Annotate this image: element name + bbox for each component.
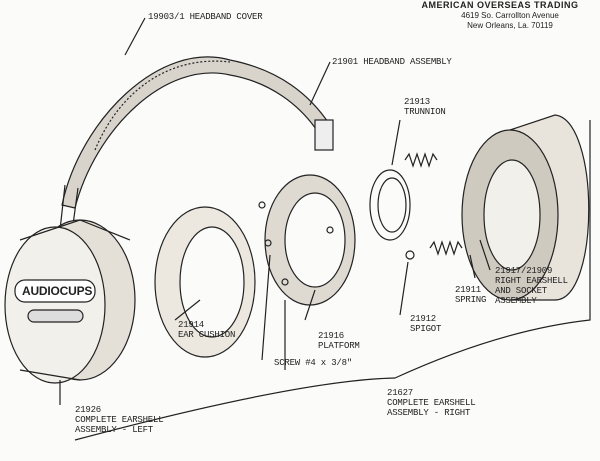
left-earshell-front <box>4 226 106 384</box>
assembly-brace <box>74 120 591 441</box>
trunnion <box>369 169 411 241</box>
spring-lower <box>429 240 463 256</box>
label-headband-assembly: 21901 HEADBAND ASSEMBLY <box>332 57 452 67</box>
audiocups-logo: AUDIOCUPS <box>22 284 93 298</box>
headband-bracket <box>314 119 334 151</box>
spring-upper <box>404 152 438 168</box>
letterhead-address-1: 4619 So. Carrollton Avenue <box>461 11 559 20</box>
letterhead-address-2: New Orleans, La. 70119 <box>467 21 553 30</box>
letterhead-company: AMERICAN OVERSEAS TRADING <box>421 0 579 10</box>
spigot <box>405 250 415 260</box>
label-screw: SCREW #4 x 3/8" <box>274 358 353 368</box>
label-headband-cover: 19903/1 HEADBAND COVER <box>148 12 263 22</box>
headband-cover <box>94 60 231 151</box>
logo-plate <box>14 279 96 303</box>
